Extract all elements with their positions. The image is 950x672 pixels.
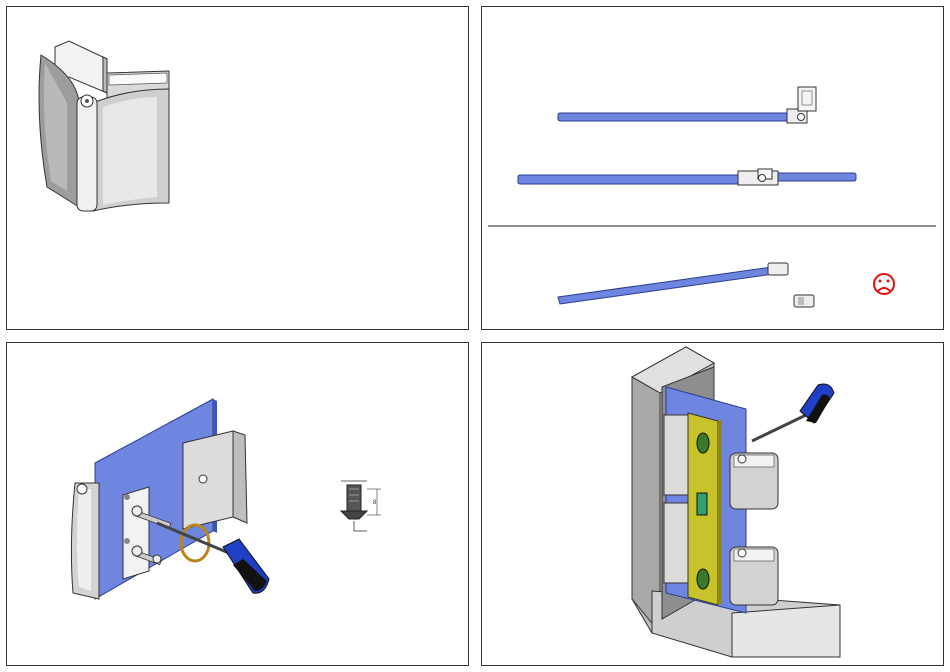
screwdriver-icon (752, 384, 834, 441)
glass-pane-2-left (518, 175, 748, 184)
panel-installation-level (481, 342, 944, 666)
screw-dimension-detail: 8 (341, 481, 381, 531)
hinge-3d-illustration (7, 7, 469, 330)
alignment-diagram (482, 7, 944, 330)
spirit-level-icon (688, 413, 722, 605)
hinge-flap-open (798, 87, 816, 111)
clamp-flap (183, 431, 233, 529)
glass-pane-1 (558, 113, 790, 121)
hinge-pivot-barrel (77, 97, 97, 211)
sad-face-icon (874, 274, 894, 294)
panel-alignment-steps (481, 6, 944, 330)
hinge-upper (730, 453, 778, 509)
installation-diagram (482, 343, 944, 666)
hinge-lower (730, 547, 778, 605)
mounting-diagram: 8 (7, 343, 469, 666)
panel-mounting-plate: 8 (6, 342, 469, 666)
glass-pane-2-right (772, 173, 856, 181)
dimension-label: 8 (373, 500, 377, 506)
panel-hinge-overview (6, 6, 469, 330)
glass-pane-3-tilted (558, 267, 774, 304)
backing-plate (123, 487, 149, 579)
screw-head (341, 511, 367, 519)
hinge-part-detached-a (768, 263, 788, 275)
